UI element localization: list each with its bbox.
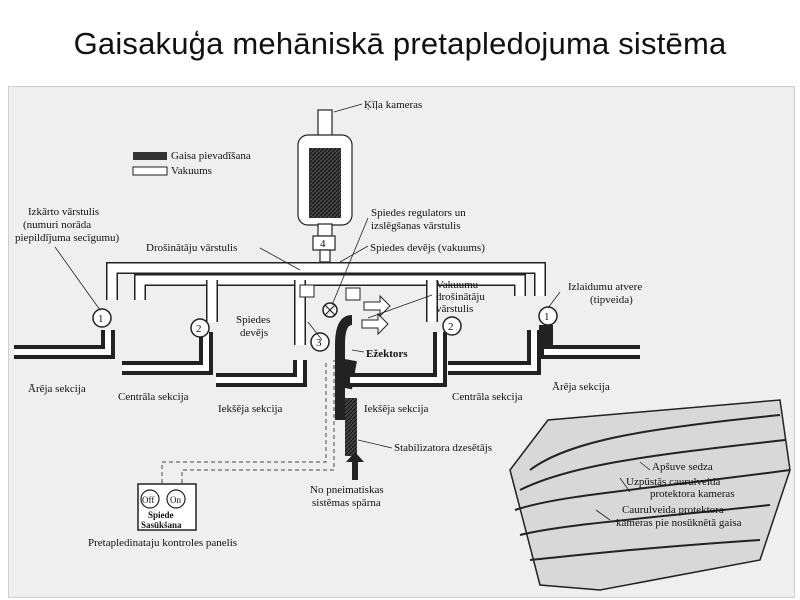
valve-2-left-number: 2 <box>196 323 202 335</box>
off-switch <box>140 489 160 509</box>
fin-chamber-core <box>309 148 341 218</box>
central-section-right-label: Centrāla sekcija <box>452 391 523 403</box>
valve-2-right <box>442 316 462 336</box>
ejector-arrow-icon <box>361 312 389 336</box>
wing-section-areja-left <box>14 330 115 359</box>
legend-supply-swatch <box>133 152 167 160</box>
central-section-left-label: Centrāla sekcija <box>118 391 189 403</box>
wing-section-areja-right <box>539 325 640 359</box>
distributor-valve-label-3: piepildījuma secīgumu) <box>15 232 120 244</box>
fin-chambers-label: Ķīļa kameras <box>364 99 422 111</box>
stabilizer-heater <box>345 398 357 456</box>
safety-valve-label: Drošinātāju vārstulis <box>146 242 237 254</box>
wing-section-centrala-right <box>448 330 541 375</box>
inflated-tube-label-2: protektora kameras <box>650 488 735 500</box>
valve-1-left <box>92 308 112 328</box>
valve-1-right <box>538 306 558 326</box>
inner-section-left-label: Iekšēja sekcija <box>218 403 283 415</box>
outlet-label-2: (tipveida) <box>590 294 633 306</box>
legend-supply-label: Gaisa pievadīšana <box>171 150 251 162</box>
valve-1-left-number: 1 <box>98 313 104 325</box>
valve-3-number: 3 <box>316 337 322 349</box>
vacuum-safety-label-2: drošinātāju <box>436 291 485 303</box>
inner-section-right-label: Iekšēja sekcija <box>364 403 429 415</box>
pressure-sender-label-2: devējs <box>240 327 268 339</box>
page-title: Gaisakuģa mehāniskā pretapledojuma sistē… <box>73 26 727 61</box>
on-label: On <box>170 495 181 505</box>
pressure-sender-label-1: Spiedes <box>236 314 270 326</box>
pressure-label: Spiede <box>148 510 174 520</box>
cover-sheath-label: Apšuve sedza <box>652 461 713 473</box>
outlet-label-1: Izlaidumu atvere <box>568 281 642 293</box>
wing-section-centrala-left <box>122 332 213 375</box>
on-switch <box>166 489 186 509</box>
pneumatic-source-label-2: sistēmas spārna <box>312 497 381 509</box>
valve-2-left <box>190 318 210 338</box>
outer-section-left-label: Ārēja sekcija <box>28 383 86 395</box>
outer-section-right-label: Ārēja sekcija <box>552 381 610 393</box>
pressure-regulator-label-2: izslēgšanas vārstulis <box>371 220 461 232</box>
vacuum-safety-label-3: vārstulis <box>436 303 473 315</box>
supply-arrow-icon <box>346 452 364 480</box>
valve-2-right-number: 2 <box>448 321 454 333</box>
pneumatic-source-label-1: No pneimatiskas <box>310 484 384 496</box>
distributor-valve-label-2: (numuri norāda <box>23 219 91 231</box>
supply-line <box>335 315 353 420</box>
inflated-tube-label-1: Uzpūstās caurulveida <box>626 476 720 488</box>
vacuum-pressure-sender-label: Spiedes devējs (vakuums) <box>370 242 485 254</box>
vacuum-arrow-icon <box>363 294 391 318</box>
valve-4-number: 4 <box>320 238 326 250</box>
pressure-regulator-label-1: Spiedes regulators un <box>371 207 466 219</box>
stabilizer-label: Stabilizatora dzesētājs <box>394 442 492 454</box>
legend-vacuum-label: Vakuums <box>171 165 212 177</box>
control-panel-label: Pretapledinataju kontroles panelis <box>88 537 237 549</box>
deflated-tube-label-2: kameras pie nosūknētā gaisa <box>616 517 742 529</box>
deflated-tube-label-1: Caurulveida protektora <box>622 504 724 516</box>
fin-pipe-top <box>317 109 333 137</box>
off-label: Off <box>142 495 154 505</box>
valve-1-right-number: 1 <box>544 311 550 323</box>
legend-vacuum-swatch <box>132 166 168 176</box>
pressure-sender-box <box>299 284 315 298</box>
valve-3 <box>310 332 330 352</box>
ejector-label: Ežektors <box>366 348 408 360</box>
vacuum-safety-label-1: Vakuumu <box>436 279 479 291</box>
distributor-valve-label-1: Izkārto vārstulis <box>28 206 99 218</box>
suction-label: Sasūkšana <box>141 520 182 530</box>
